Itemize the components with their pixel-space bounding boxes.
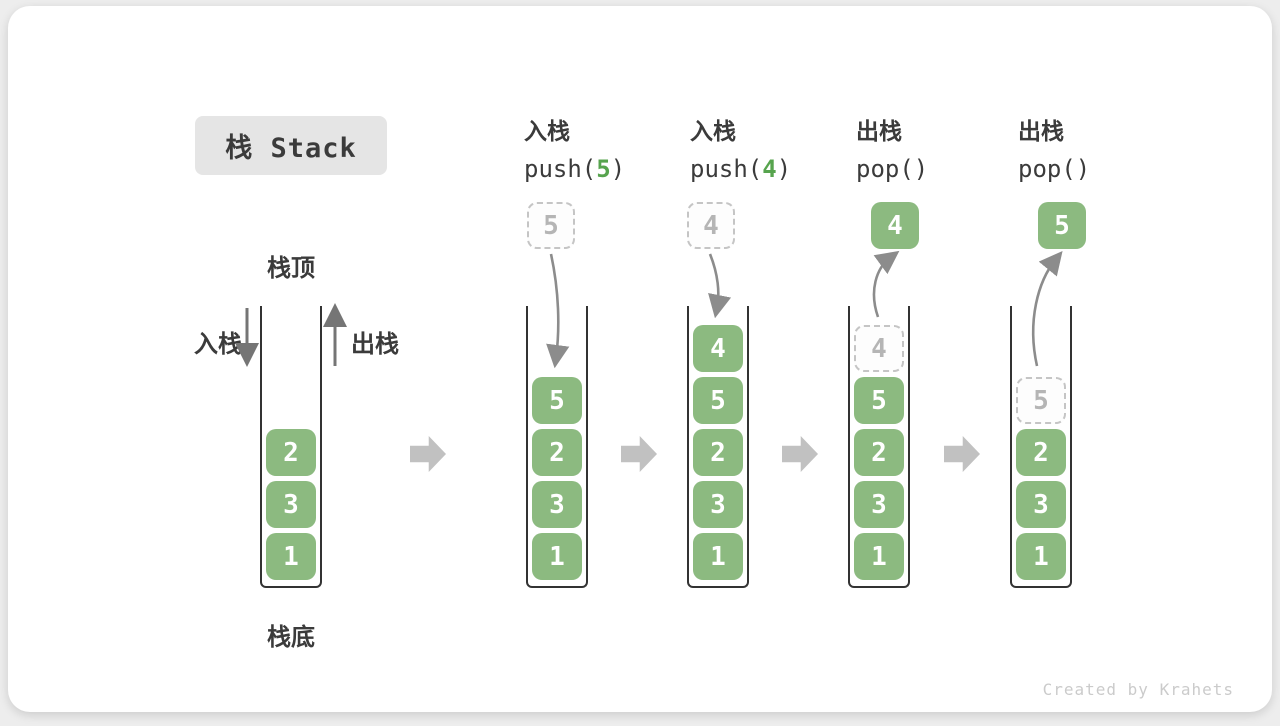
pending-push-cell: 5 — [527, 202, 575, 249]
stack-container-5 — [1010, 306, 1072, 588]
pop-side-label: 出栈 — [351, 331, 399, 358]
popped-cell: 4 — [871, 202, 919, 249]
code-fn: pop( — [1018, 155, 1076, 183]
stack-cell: 2 — [854, 429, 904, 476]
push-side-label: 入栈 — [194, 331, 242, 358]
stack-cell: 2 — [266, 429, 316, 476]
code-close: ) — [610, 155, 626, 183]
stack-container-2 — [526, 306, 588, 588]
stack-cell: 5 — [854, 377, 904, 424]
stack-cell-ghost: 5 — [1016, 377, 1066, 424]
stack-cell: 5 — [693, 377, 743, 424]
stack-cell: 1 — [266, 533, 316, 580]
stack-cell: 1 — [532, 533, 582, 580]
pending-push-cell: 4 — [687, 202, 735, 249]
code-fn: pop( — [856, 155, 914, 183]
stack-cell-ghost: 4 — [854, 325, 904, 372]
page-title: 栈 Stack — [195, 116, 387, 175]
stack-container-1 — [260, 306, 322, 588]
code-close: ) — [776, 155, 792, 183]
stack-cell: 2 — [532, 429, 582, 476]
stack-bottom-label: 栈底 — [267, 624, 315, 651]
stack-cell: 5 — [532, 377, 582, 424]
code-fn: push( — [524, 155, 597, 183]
column-header-pop-1: 出栈 pop() — [856, 112, 1026, 183]
stack-container-4 — [848, 306, 910, 588]
stack-cell: 3 — [532, 481, 582, 528]
stack-cell: 3 — [693, 481, 743, 528]
transition-arrow-icon — [944, 436, 980, 472]
code-label-push-5: push(5) — [524, 155, 694, 183]
column-header-push-5: 入栈 push(5) — [524, 112, 694, 183]
stack-cell: 2 — [693, 429, 743, 476]
op-label-pop: 出栈 — [856, 118, 902, 144]
column-header-push-4: 入栈 push(4) — [690, 112, 860, 183]
code-close: ) — [913, 155, 929, 183]
op-label-push: 入栈 — [690, 118, 736, 144]
code-fn: push( — [690, 155, 763, 183]
op-label-push: 入栈 — [524, 118, 570, 144]
stack-cell: 3 — [854, 481, 904, 528]
diagram-card: 栈 Stack 入栈 push(5) 入栈 push(4) 出栈 pop() 出… — [8, 6, 1272, 712]
transition-arrow-icon — [621, 436, 657, 472]
popped-cell: 5 — [1038, 202, 1086, 249]
stack-cell: 1 — [693, 533, 743, 580]
code-label-pop: pop() — [1018, 155, 1188, 183]
transition-arrow-icon — [782, 436, 818, 472]
push-arrow-into-stack-3 — [708, 253, 732, 319]
credit-text: Created by Krahets — [1042, 680, 1234, 699]
stack-container-3 — [687, 306, 749, 588]
op-label-pop: 出栈 — [1018, 118, 1064, 144]
code-label-pop: pop() — [856, 155, 1026, 183]
code-arg: 5 — [596, 155, 611, 183]
code-close: ) — [1075, 155, 1091, 183]
stack-cell: 3 — [266, 481, 316, 528]
column-header-pop-2: 出栈 pop() — [1018, 112, 1188, 183]
stack-cell: 1 — [1016, 533, 1066, 580]
stack-cell: 3 — [1016, 481, 1066, 528]
code-label-push-4: push(4) — [690, 155, 860, 183]
transition-arrow-icon — [410, 436, 446, 472]
stack-cell: 4 — [693, 325, 743, 372]
stack-cell: 1 — [854, 533, 904, 580]
code-arg: 4 — [762, 155, 777, 183]
stack-top-label: 栈顶 — [267, 255, 315, 282]
stack-cell: 2 — [1016, 429, 1066, 476]
